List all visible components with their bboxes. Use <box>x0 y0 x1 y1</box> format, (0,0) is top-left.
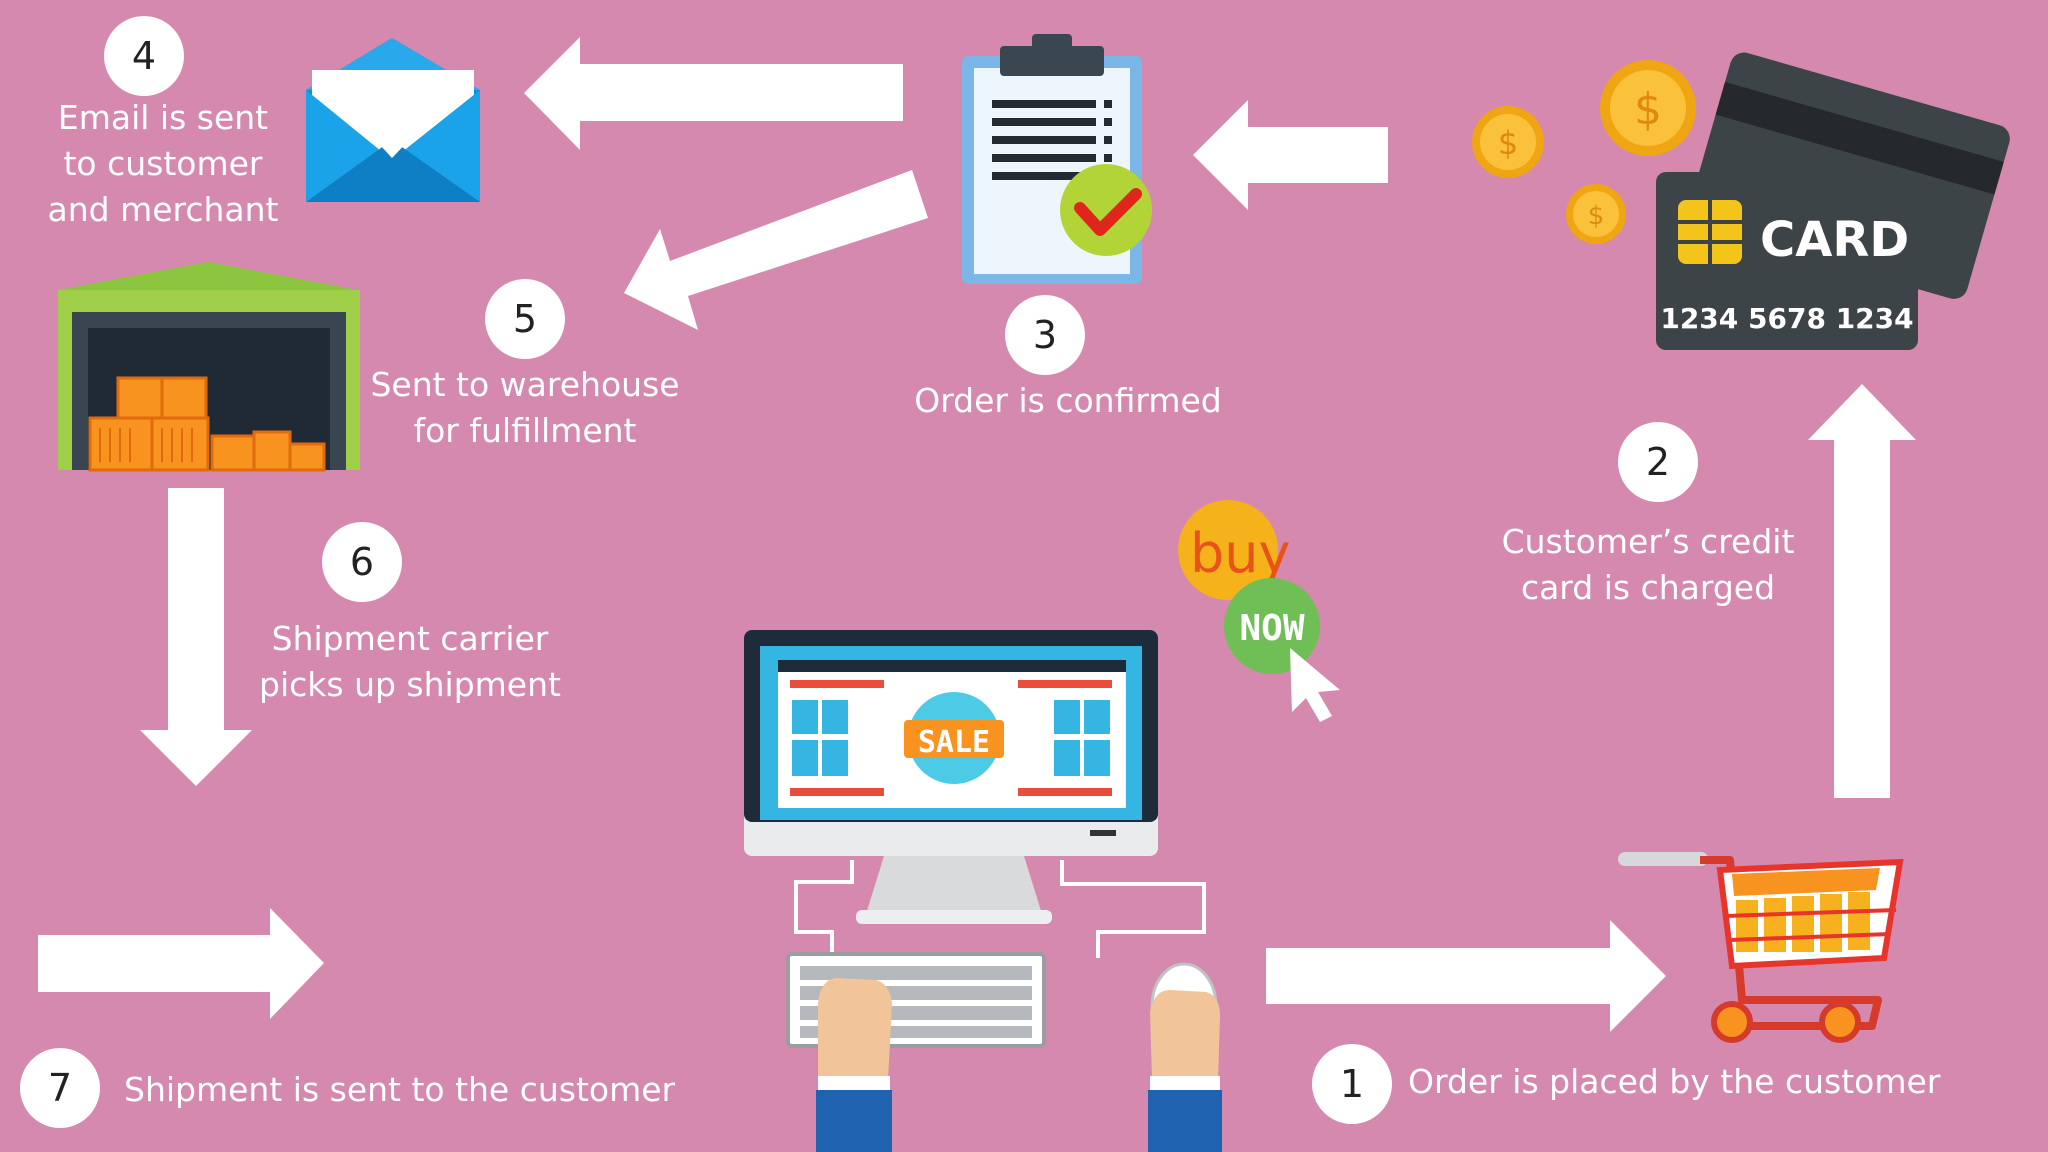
svg-text:$: $ <box>1588 201 1605 231</box>
arrow-clipboard-to-warehouse <box>624 170 928 330</box>
step-4-label: Email is sent to customer and merchant <box>47 98 279 229</box>
svg-text:$: $ <box>1498 124 1518 162</box>
card-number: 1234 5678 1234 <box>1660 302 1913 335</box>
coins: $ $ $ <box>1472 60 1696 244</box>
arrow-computer-to-cart <box>1266 920 1666 1032</box>
coin-icon: $ <box>1472 106 1544 178</box>
card-brand: CARD <box>1760 212 1909 268</box>
svg-text:$: $ <box>1634 84 1662 135</box>
coin-icon: $ <box>1566 184 1626 244</box>
sale-badge: SALE <box>918 725 990 760</box>
arrow-card-to-clipboard <box>1193 100 1388 210</box>
credit-card-icon: CARD 1234 5678 1234 <box>1656 52 2010 350</box>
step-3-label: Order is confirmed <box>914 381 1222 420</box>
step-1-number: 1 <box>1312 1044 1392 1124</box>
buy-now-badge-icon: buy NOW <box>1178 500 1340 722</box>
hands-icon <box>816 978 1222 1152</box>
clipboard-checklist-icon <box>962 34 1152 284</box>
step-7-number: 7 <box>20 1048 100 1128</box>
shopping-cart-icon <box>1618 852 1904 1043</box>
computer-icon: SALE <box>744 630 1206 958</box>
step-3-number: 3 <box>1005 295 1085 375</box>
step-6-number: 6 <box>322 522 402 602</box>
arrows <box>38 37 1916 1032</box>
arrow-clipboard-to-email <box>524 37 903 150</box>
coin-icon: $ <box>1600 60 1696 156</box>
step-4-number: 4 <box>104 16 184 96</box>
step-1-label: Order is placed by the customer <box>1408 1062 1941 1101</box>
step-5-number: 5 <box>485 279 565 359</box>
warehouse-icon <box>58 262 360 472</box>
arrow-warehouse-down <box>140 488 252 786</box>
step-2-number: 2 <box>1618 422 1698 502</box>
step-2-label: Customer’s credit card is charged <box>1501 522 1795 607</box>
step-6-label: Shipment carrier picks up shipment <box>259 619 561 704</box>
email-envelope-icon <box>306 38 480 202</box>
arrow-to-customer <box>38 908 324 1019</box>
arrow-cart-to-card <box>1808 384 1916 798</box>
step-7-label: Shipment is sent to the customer <box>124 1070 676 1109</box>
step-5-label: Sent to warehouse for fulfillment <box>370 365 680 450</box>
cursor-pointer-icon <box>1290 648 1340 722</box>
svg-text:NOW: NOW <box>1239 608 1304 649</box>
svg-text:buy: buy <box>1190 522 1290 585</box>
